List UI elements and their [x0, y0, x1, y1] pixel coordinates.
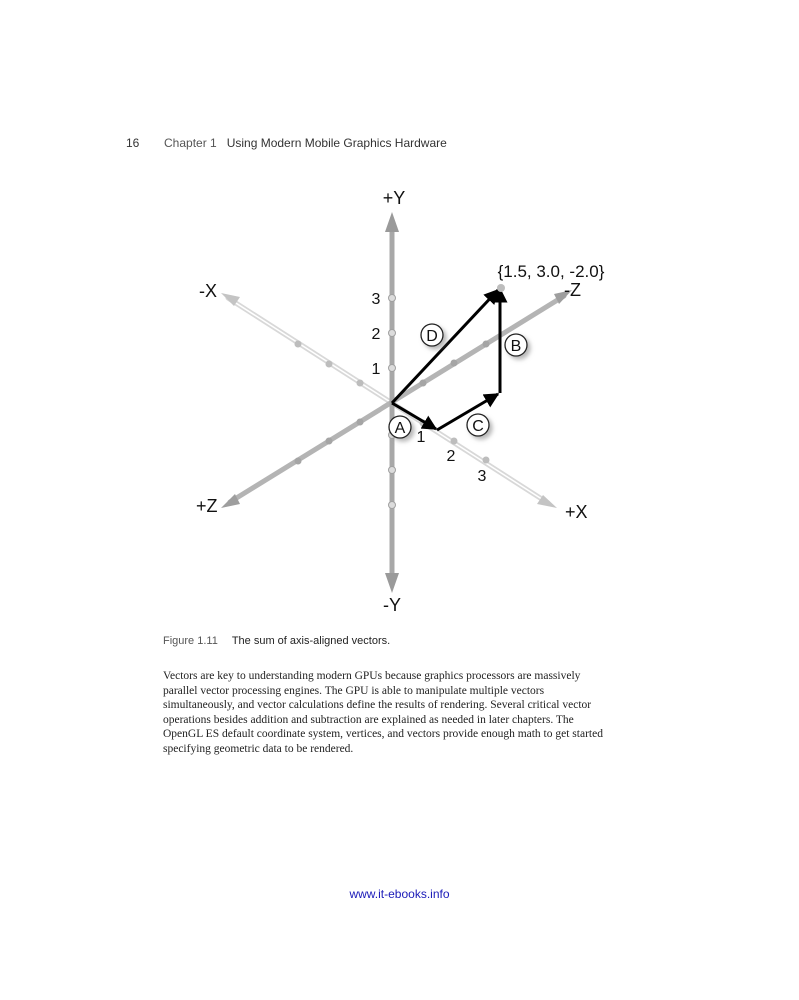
vector-label-b: B	[504, 333, 528, 357]
chapter-title: Using Modern Mobile Graphics Hardware	[226, 136, 447, 150]
neg-y-arrowhead	[385, 573, 399, 593]
axis-vector-diagram: A B C D +Y -Y -X +X +Z -Z 3 2 1 1 2 3 {1…	[196, 188, 605, 615]
axis-label-pos-z: +Z	[196, 496, 218, 516]
caption-text: The sum of axis-aligned vectors.	[231, 635, 391, 647]
vector-a-arrow	[391, 401, 438, 431]
body-line: specifying geometric data to be rendered…	[163, 742, 354, 755]
pos-z-arrowhead	[221, 494, 240, 508]
svg-text:B: B	[511, 338, 522, 355]
axis-label-neg-x: -X	[199, 281, 217, 301]
vector-d-arrow	[390, 288, 500, 405]
body-line: operations besides addition and subtract…	[163, 713, 574, 726]
vector-label-c: C	[466, 413, 490, 437]
svg-text:C: C	[472, 418, 484, 435]
body-line: OpenGL ES default coordinate system, ver…	[163, 728, 603, 740]
svg-text:A: A	[395, 420, 406, 437]
chapter-label: Chapter 1	[164, 136, 217, 150]
svg-text:D: D	[426, 328, 438, 345]
neg-x-arrowhead	[221, 293, 240, 306]
y-tick-3: 3	[372, 291, 381, 308]
vectors	[390, 287, 508, 432]
x-tick-1: 1	[417, 429, 426, 446]
point-coordinate-label: {1.5, 3.0, -2.0}	[498, 262, 605, 281]
axis-label-pos-y: +Y	[383, 188, 406, 208]
running-header: 16 Chapter 1 Using Modern Mobile Graphics …	[126, 136, 447, 150]
footer-url: www.it-ebooks.info	[349, 887, 450, 901]
body-paragraph: Vectors are key to understanding modern …	[163, 669, 643, 756]
x-tick-3: 3	[478, 468, 487, 485]
vector-label-d: D	[420, 323, 444, 347]
axis-label-neg-y: -Y	[383, 595, 401, 615]
page-number: 16	[126, 136, 140, 150]
y-tick-2: 2	[372, 326, 381, 343]
body-line: simultaneously, and vector calculations …	[163, 699, 592, 711]
vector-label-a: A	[388, 415, 412, 439]
pos-x-arrowhead	[537, 495, 557, 508]
axis-label-pos-x: +X	[565, 502, 588, 522]
target-point	[497, 284, 505, 292]
vector-c-arrow	[436, 392, 500, 432]
body-line: parallel vector processing engines. The …	[163, 684, 545, 697]
figure-number: Figure 1.11	[163, 635, 218, 647]
figure-caption: Figure 1.11 The sum of axis-aligned vecto…	[163, 635, 390, 647]
y-tick-1: 1	[372, 361, 381, 378]
axis-label-neg-z: -Z	[564, 280, 581, 300]
body-line: Vectors are key to understanding modern …	[163, 670, 581, 682]
x-tick-2: 2	[447, 448, 456, 465]
pos-y-arrowhead	[385, 212, 399, 232]
neg-z-arrowhead	[554, 290, 572, 304]
